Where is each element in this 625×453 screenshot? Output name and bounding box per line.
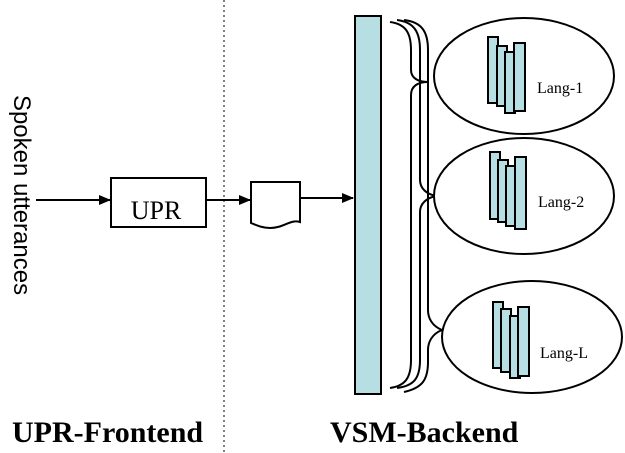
language-label: Lang-L — [540, 345, 588, 362]
upr-box — [110, 177, 207, 228]
frontend-label: UPR-Frontend — [12, 416, 203, 449]
vector-panel — [354, 15, 382, 395]
language-model-l: Lang-L — [441, 280, 623, 394]
stacked-bars-icon — [492, 301, 530, 379]
input-label: Spoken utterances — [8, 95, 35, 295]
language-ellipse — [441, 280, 623, 394]
stacked-bars-icon — [487, 36, 526, 114]
backend-label: VSM-Backend — [330, 416, 519, 449]
language-label: Lang-2 — [538, 194, 584, 211]
document-icon — [250, 181, 301, 230]
language-model-1: Lang-1 — [433, 17, 615, 135]
brace-middle — [396, 19, 437, 389]
language-model-2: Lang-2 — [433, 137, 615, 255]
language-label: Lang-1 — [537, 80, 583, 97]
stacked-bars-icon — [489, 151, 527, 230]
upr-box-label: UPR — [131, 196, 182, 225]
